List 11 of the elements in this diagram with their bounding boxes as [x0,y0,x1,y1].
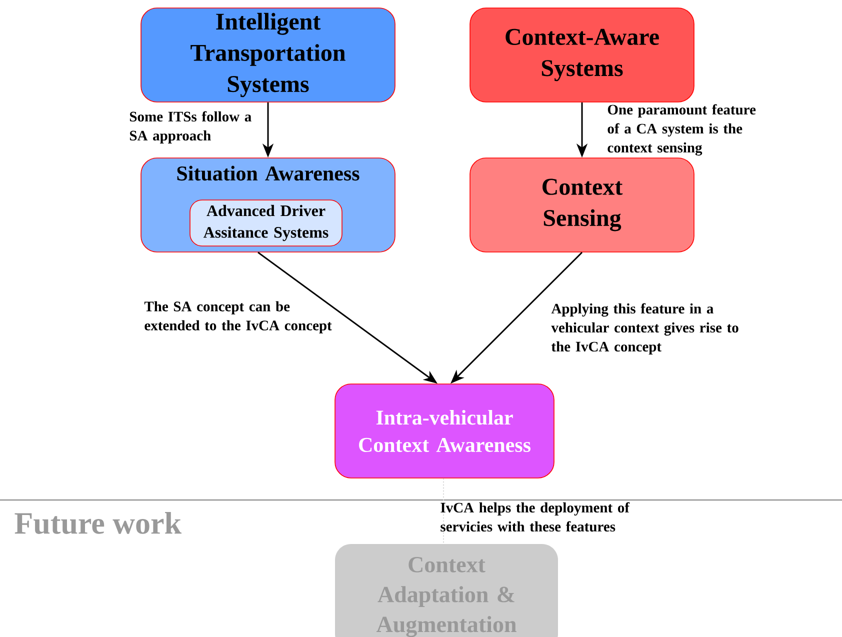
process-box: Context-Aware Systems [470,8,694,102]
edge-label: IvCA helps the deployment of servicies with these features [440,502,630,532]
process-box: Context Sensing [470,158,694,252]
edge-label: The SA concept can be extended to the IvCA concept [144,301,332,334]
edge-label: Applying this feature in a vehicular context gives rise to the IvCA concept [551,303,738,354]
edge-label: One paramount feature of a CA system is the context sensing [608,104,756,156]
process-box: Intra-vehicular Context Awareness [334,384,554,478]
inner-box: Advanced Driver Assitance Systems [190,200,342,246]
edge-label: Some ITSs follow a SA approach [130,111,252,144]
process-box: Intelligent Transportation Systems [140,8,396,102]
section-heading: Future work [14,512,182,534]
